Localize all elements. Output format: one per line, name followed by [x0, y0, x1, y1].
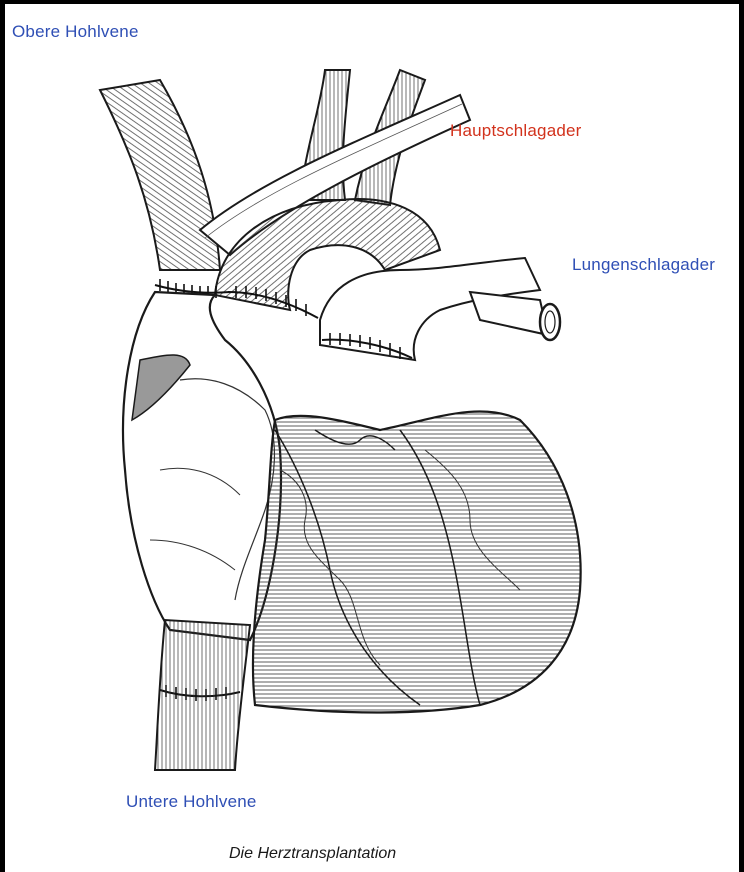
- label-inferior-vena-cava: Untere Hohlvene: [126, 792, 257, 812]
- inferior-vena-cava-shape: [155, 620, 250, 770]
- figure-caption-text: Die Herztransplantation: [229, 845, 396, 862]
- label-inferior-vena-cava-text: Untere Hohlvene: [126, 792, 257, 811]
- label-superior-vena-cava-text: Obere Hohlvene: [12, 22, 139, 41]
- superior-vena-cava-shape: [100, 80, 220, 270]
- label-aorta: Hauptschlagader: [450, 121, 582, 141]
- label-superior-vena-cava: Obere Hohlvene: [12, 22, 139, 42]
- figure-caption: Die Herztransplantation: [229, 845, 396, 863]
- label-pulmonary-artery-text: Lungenschlagader: [572, 255, 715, 274]
- label-pulmonary-artery: Lungenschlagader: [572, 255, 715, 275]
- label-aorta-text: Hauptschlagader: [450, 121, 582, 140]
